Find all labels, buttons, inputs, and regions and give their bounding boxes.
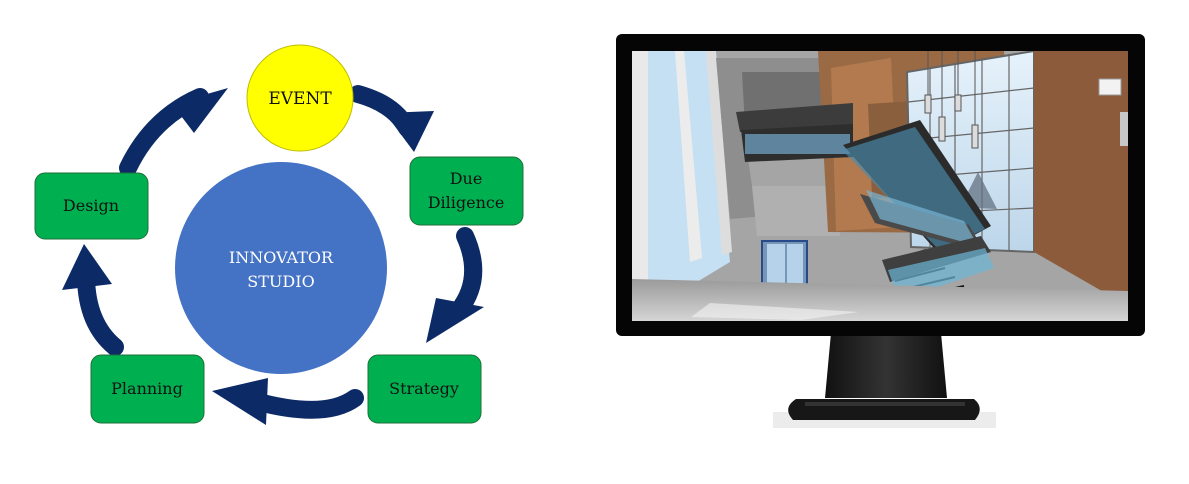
- monitor: [616, 34, 1145, 428]
- due-label-line2: Diligence: [428, 193, 505, 212]
- planning-node: Planning: [90, 354, 205, 424]
- arrow-due-to-strategy: [450, 227, 483, 319]
- arrowhead-planning-to-design: [62, 244, 112, 290]
- arrow-planning-to-design: [77, 269, 124, 356]
- planning-label: Planning: [111, 379, 183, 398]
- design-label: Design: [63, 196, 119, 215]
- monitor-stand-neck: [825, 333, 947, 398]
- arrowhead-design-to-event: [172, 88, 228, 133]
- innovator-studio-circle: INNOVATOR STUDIO: [175, 162, 387, 374]
- monitor-base-highlight: [805, 402, 965, 406]
- center-label-line2: STUDIO: [247, 272, 314, 291]
- monitor-screen: [632, 51, 1128, 321]
- event-node: EVENT: [246, 44, 354, 152]
- center-label-line1: INNOVATOR: [229, 248, 334, 267]
- event-label: EVENT: [268, 89, 332, 109]
- pendant-lights: [924, 51, 979, 149]
- strategy-label: Strategy: [389, 379, 459, 398]
- due-label-line1: Due: [450, 169, 483, 188]
- design-node: Design: [34, 172, 149, 240]
- cycle-arrows: [62, 85, 484, 425]
- arrowhead-strategy-to-planning: [212, 378, 268, 425]
- arrowhead-due-to-strategy: [426, 298, 484, 343]
- arrow-strategy-to-planning: [246, 389, 364, 419]
- arrowhead-event-to-due: [385, 111, 434, 152]
- cycle-diagram: INNOVATOR STUDIO EVENT Due Diligence Str…: [34, 44, 524, 425]
- strategy-node: Strategy: [367, 354, 482, 424]
- due-diligence-node: Due Diligence: [409, 156, 524, 226]
